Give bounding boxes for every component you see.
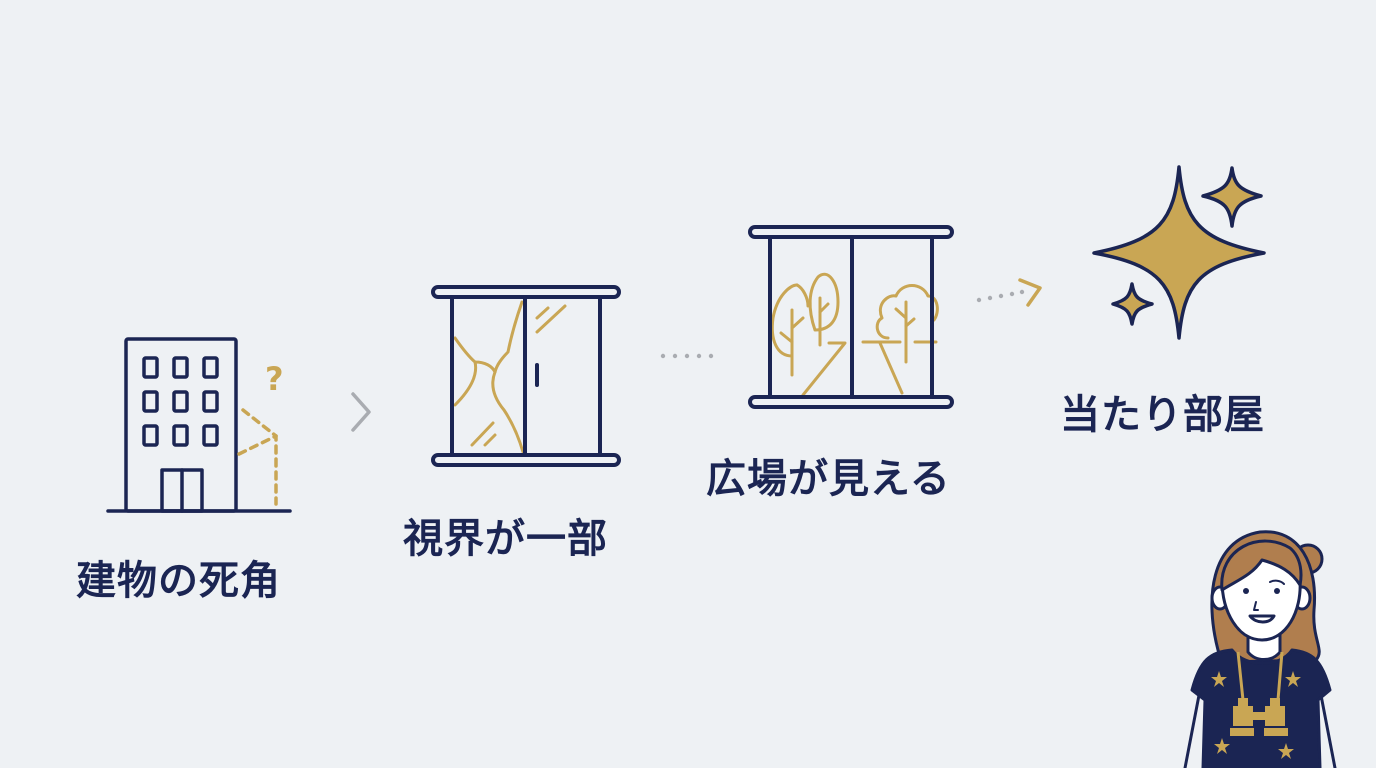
building-blindspot-icon xyxy=(106,337,292,513)
step-building-blindspot: ? xyxy=(100,330,320,520)
step-label: 建物の死角 xyxy=(76,558,281,604)
question-mark: ? xyxy=(265,360,284,398)
partial-view-window-icon xyxy=(431,285,621,467)
chevron-right-icon xyxy=(351,392,371,432)
sparkle-icon xyxy=(1092,165,1266,340)
step-label: 広場が見える xyxy=(706,456,951,502)
dotted-line-icon xyxy=(660,353,714,359)
girl-with-binoculars-icon xyxy=(1183,530,1337,768)
dotted-arrow-icon xyxy=(976,278,1042,307)
step-label: 視界が一部 xyxy=(403,516,608,562)
plaza-view-window-icon xyxy=(748,225,954,409)
step-label: 当たり部屋 xyxy=(1060,392,1265,438)
